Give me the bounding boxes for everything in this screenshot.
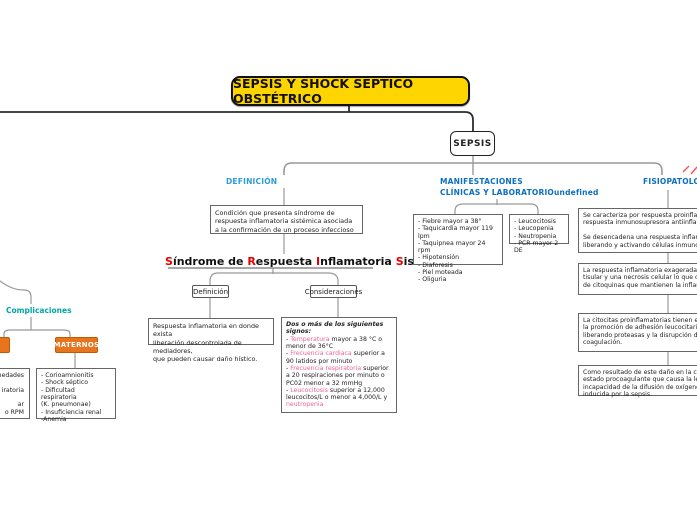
level2-branch-line — [283, 162, 663, 175]
manifestaciones-split-line — [454, 199, 539, 214]
sirs-title-node[interactable]: Síndrome de Respuesta Inflamatoria Sisté… — [165, 255, 456, 268]
sirs-consideraciones-box[interactable]: Dos o más de los siguientes signos: - Te… — [281, 317, 397, 413]
fisiopatologia-box-4[interactable]: Como resultado de este daño en la coague… — [578, 365, 697, 398]
red-annotation-marks — [682, 165, 697, 175]
fisiopatologia-box-1[interactable]: Se caracteriza por respuesta proinflamat… — [578, 208, 697, 253]
fisiopatologia-box-3[interactable]: La citocitas proinflamatorias tienen efe… — [578, 313, 697, 352]
sepsis-node[interactable]: SEPSIS — [450, 131, 495, 156]
root-topic[interactable]: SEPSIS Y SHOCK SÉPTICO OBSTÉTRICO — [231, 76, 470, 106]
level1-branch-line — [0, 111, 474, 131]
sirs-definicion-node[interactable]: Definición — [192, 285, 229, 298]
signo-item-leucocitosis: - Leucocitosis superior a 12,000 leucoci… — [286, 386, 388, 409]
maternos-list-box[interactable]: - Corioamnionitis- Shock séptico- Dificu… — [36, 368, 116, 423]
fisiopatologia-box-2[interactable]: La respuesta inflamatoria exagerada va a… — [578, 263, 697, 295]
signos-heading: Dos o más de los siguientes signos: — [286, 321, 384, 336]
sirs-split-line — [209, 268, 339, 285]
laboratory-signs-box[interactable]: - Leucocitosis- Leucopenia- Neutropenia-… — [509, 214, 569, 254]
complicaciones-entry-line — [0, 280, 32, 304]
branch-complicaciones-label[interactable]: Complicaciones — [6, 306, 72, 315]
branch-definicion-label[interactable]: DEFINICIÓN — [226, 177, 278, 186]
fetales-list-box-clipped[interactable]: rmedades iratoria aro RPM — [0, 368, 30, 419]
branch-manifestaciones-label[interactable]: MANIFESTACIONES CLÍNICAS Y LABORATORIOun… — [440, 177, 599, 199]
manifestaciones-label-line1: MANIFESTACIONES — [440, 177, 523, 186]
sirs-consideraciones-node[interactable]: Consideraciones — [305, 285, 362, 298]
maternos-tag[interactable]: MATERNOS — [53, 337, 99, 353]
branch-fisiopatologia-label[interactable]: FISIOPATOLOGÍA — [643, 177, 697, 186]
manifestaciones-label-line2: CLÍNICAS Y LABORATORIOundefined — [440, 187, 599, 197]
fetales-tag-clipped[interactable] — [0, 337, 10, 353]
signo-item-frecuencia-cardiaca: - Frecuencia cardiaca superior a 90 lati… — [286, 350, 385, 365]
signo-item-temperatura: - Temperatura mayor a 38 °C o menor de 3… — [286, 335, 383, 350]
signo-item-frecuencia-respiratoria: - Frecuencia respiratoria superior a 20 … — [286, 364, 389, 387]
clinical-signs-box[interactable]: - Fiebre mayor a 38°- Taquicardia mayor … — [413, 214, 503, 283]
complicaciones-split-line — [3, 329, 71, 337]
